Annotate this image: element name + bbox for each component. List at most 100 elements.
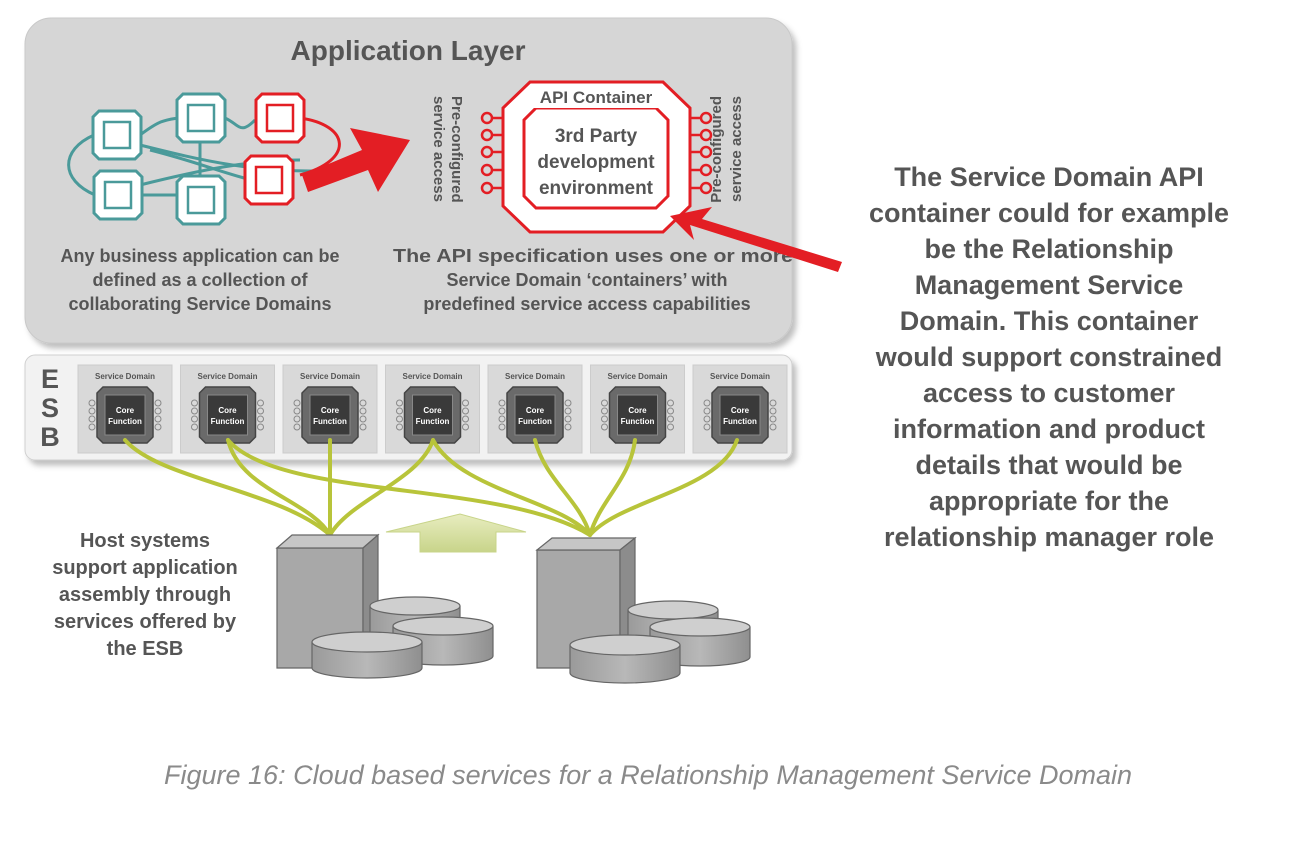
api-container-title: API Container <box>540 88 653 107</box>
callout-line: access to customer <box>923 378 1176 408</box>
connector-port <box>396 415 403 423</box>
right-caption-line3: predefined service access capabilities <box>423 294 750 314</box>
callout-line: details that would be <box>915 450 1182 480</box>
api-container-title-bg <box>528 86 664 108</box>
core-function-label: Core <box>321 406 340 415</box>
connector-port <box>154 415 162 423</box>
left-caption-line3: collaborating Service Domains <box>68 294 331 314</box>
connector-port <box>601 399 608 407</box>
core-function-label: Function <box>621 417 655 426</box>
connector-port <box>601 415 608 423</box>
connector-port <box>498 407 506 415</box>
connector-port <box>462 423 469 431</box>
teal-service-domain-chip <box>92 169 144 221</box>
connector-port <box>191 407 198 415</box>
connector-port <box>564 399 572 407</box>
callout-line: The Service Domain API <box>894 162 1204 192</box>
application-layer-title: Application Layer <box>291 35 526 66</box>
connector-port <box>257 415 264 423</box>
esb-letter-b: B <box>40 422 60 452</box>
connector-port <box>667 399 674 407</box>
connector-port <box>462 399 469 407</box>
core-function-box <box>719 394 761 436</box>
right-caption-line2: Service Domain ‘containers’ with <box>446 270 727 290</box>
connector-port <box>293 423 301 431</box>
connector-port <box>703 415 711 423</box>
core-function-label: Function <box>416 417 450 426</box>
host-system-right <box>535 536 751 684</box>
esb-host-connections <box>123 438 739 537</box>
up-arrow-icon <box>385 513 527 553</box>
connector-port <box>462 407 469 415</box>
connector-port <box>154 407 162 415</box>
core-function-box <box>309 394 351 436</box>
core-function-label: Function <box>313 417 347 426</box>
core-function-label: Core <box>731 406 750 415</box>
connector-port <box>154 423 162 431</box>
service-domain-label: Service Domain <box>607 372 667 381</box>
connector-port <box>396 407 403 415</box>
connector-port <box>154 399 162 407</box>
core-function-label: Function <box>108 417 142 426</box>
host-system-left <box>275 533 494 679</box>
connector-port <box>703 423 711 431</box>
core-function-label: Core <box>116 406 135 415</box>
core-function-label: Core <box>218 406 237 415</box>
core-function-label: Function <box>723 417 757 426</box>
connector-port <box>601 407 608 415</box>
host-caption-line5: the ESB <box>107 638 184 660</box>
connector-port <box>769 423 777 431</box>
red-service-domain-chip <box>243 154 295 206</box>
core-function-label: Core <box>526 406 545 415</box>
connector-port <box>667 415 674 423</box>
connector-port <box>88 423 96 431</box>
callout-line: Domain. This container <box>900 306 1199 336</box>
core-function-box <box>412 394 453 436</box>
host-caption-line1: Host systems <box>80 530 210 552</box>
connector-port <box>601 423 608 431</box>
connector-port <box>359 407 367 415</box>
callout-line: container could for example <box>869 198 1229 228</box>
esb-letter-e: E <box>41 364 59 394</box>
connector-port <box>769 399 777 407</box>
connector-port <box>564 407 572 415</box>
right-caption-line1: The API specification uses one or more <box>393 246 793 266</box>
core-function-label: Core <box>423 406 442 415</box>
api-container-body-line3: environment <box>539 178 654 199</box>
callout-line: would support constrained <box>875 342 1223 372</box>
teal-service-domain-chip <box>175 92 227 144</box>
access-label-left-line2: service access <box>430 96 447 202</box>
core-function-box <box>104 394 146 436</box>
connector-port <box>498 415 506 423</box>
access-label-right-line2: service access <box>728 96 745 202</box>
service-domain-label: Service Domain <box>300 372 360 381</box>
connector-port <box>703 399 711 407</box>
connector-port <box>293 399 301 407</box>
connector-port <box>498 399 506 407</box>
api-container-body-line2: development <box>537 152 655 173</box>
access-label-left-line1: Pre-configured <box>448 96 465 203</box>
service-domain-label: Service Domain <box>95 372 155 381</box>
connector-port <box>191 415 198 423</box>
callout-line: be the Relationship <box>924 234 1173 264</box>
connector-port <box>257 399 264 407</box>
host-caption-line2: support application <box>52 557 238 579</box>
connector-port <box>462 415 469 423</box>
host-caption-line3: assembly through <box>59 584 231 606</box>
callout-text: The Service Domain API container could f… <box>869 162 1229 552</box>
callout-line: appropriate for the <box>929 486 1169 516</box>
connector-port <box>498 423 506 431</box>
connector-port <box>564 415 572 423</box>
service-domain-label: Service Domain <box>710 372 770 381</box>
connector-port <box>88 407 96 415</box>
core-function-box <box>617 394 658 436</box>
core-function-label: Function <box>211 417 245 426</box>
connector-port <box>564 423 572 431</box>
connector-port <box>359 423 367 431</box>
connector-port <box>257 423 264 431</box>
connector-port <box>88 415 96 423</box>
callout-arrow-icon <box>670 207 842 272</box>
